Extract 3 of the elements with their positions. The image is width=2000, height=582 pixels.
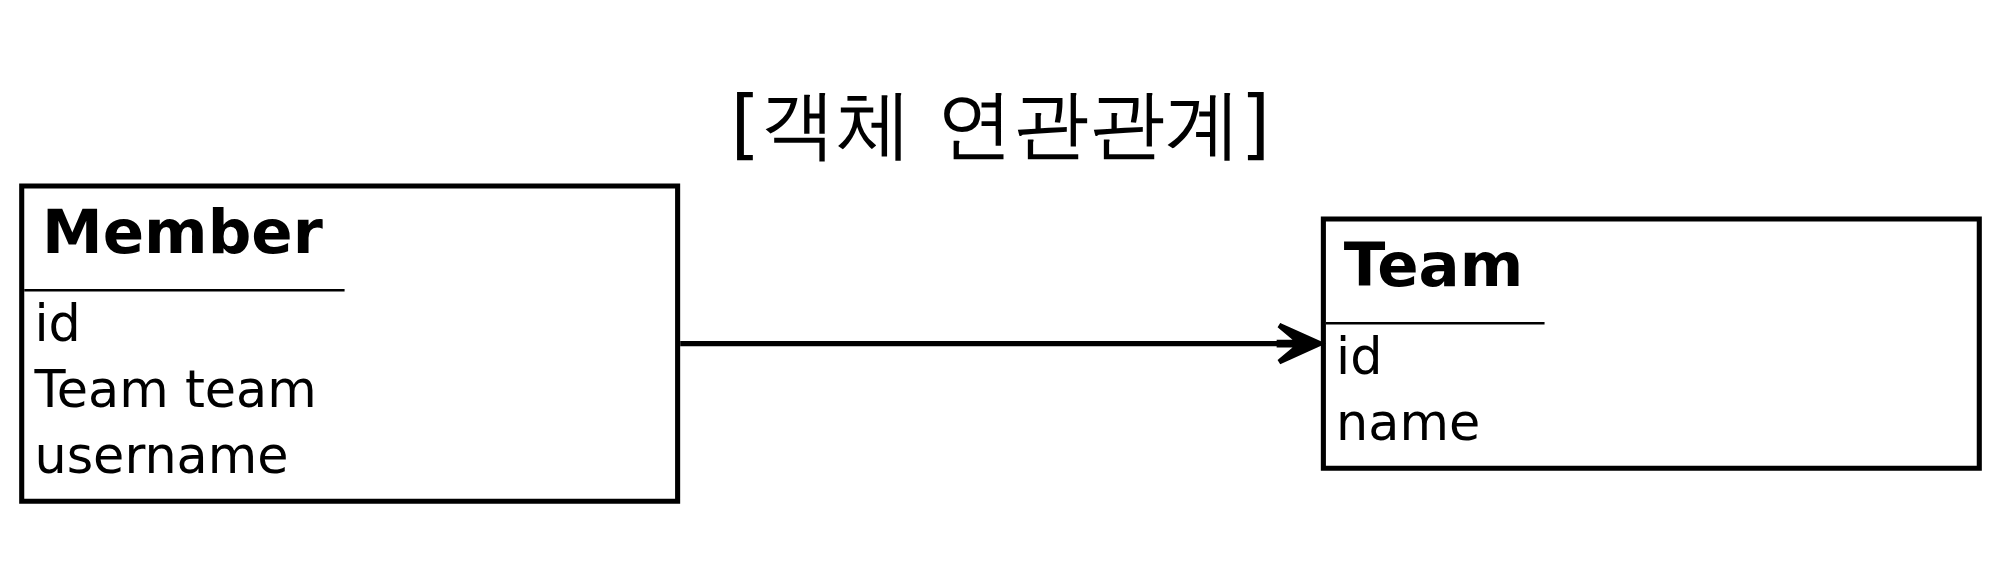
diagram-title: [객체 연관관계]: [730, 78, 1270, 168]
node-box: Team id name: [1320, 216, 1982, 471]
node-box: Member id Team team username: [18, 182, 680, 504]
